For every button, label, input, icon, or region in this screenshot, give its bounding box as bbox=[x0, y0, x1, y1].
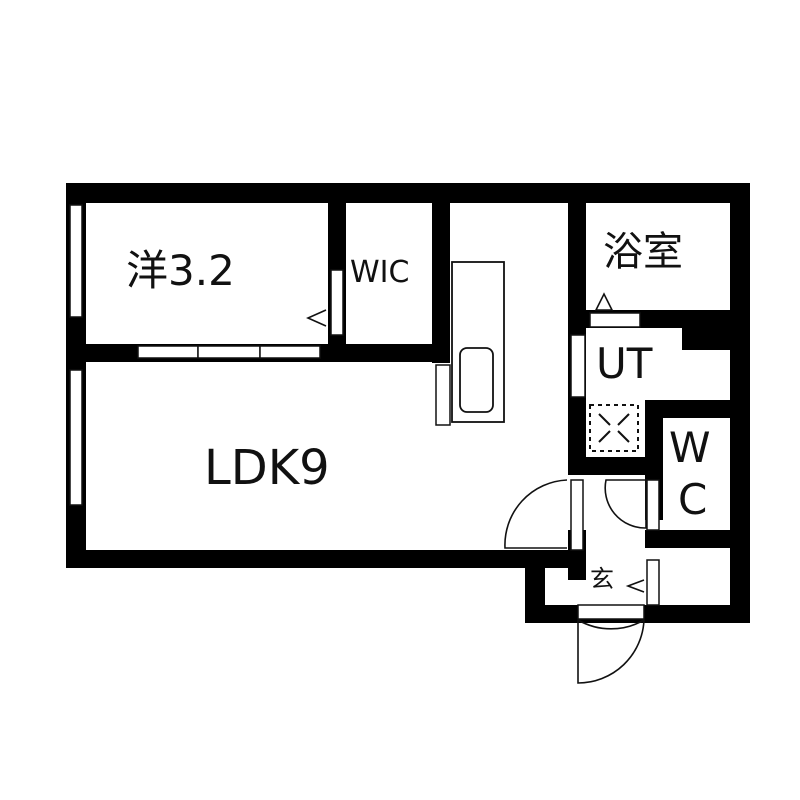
room-label-ldk: LDK9 bbox=[204, 440, 330, 496]
washer-x bbox=[598, 413, 630, 443]
closet-door-1 bbox=[137, 345, 199, 359]
room-label-wc-c: C bbox=[678, 475, 708, 524]
room-label-ut: UT bbox=[596, 339, 653, 388]
front-door-frame bbox=[577, 604, 645, 620]
kitchen bbox=[451, 261, 505, 423]
wc-door-frame bbox=[646, 479, 660, 531]
ut-door bbox=[570, 334, 586, 398]
room-label-bath: 浴室 bbox=[603, 229, 683, 275]
room-label-wc-w: W bbox=[669, 423, 711, 472]
door-swings bbox=[504, 479, 647, 684]
washer-pan bbox=[589, 404, 639, 452]
window-west-upper bbox=[69, 204, 83, 318]
wic-door bbox=[330, 269, 344, 336]
kitchen-panel bbox=[435, 364, 451, 426]
ldk-door-frame bbox=[570, 479, 584, 551]
windows bbox=[69, 204, 660, 620]
window-west-lower bbox=[69, 369, 83, 506]
closet-door-3 bbox=[259, 345, 321, 359]
kitchen-counter bbox=[451, 261, 505, 423]
closet-door-2 bbox=[197, 345, 261, 359]
bath-door bbox=[589, 312, 641, 328]
room-label-western: 洋3.2 bbox=[126, 246, 235, 295]
entry-markers bbox=[306, 292, 645, 593]
sink bbox=[459, 347, 494, 413]
room-label-wic: WIC bbox=[350, 255, 410, 290]
room-label-entry: 玄 bbox=[590, 565, 614, 593]
entry-closet-door bbox=[646, 559, 660, 606]
